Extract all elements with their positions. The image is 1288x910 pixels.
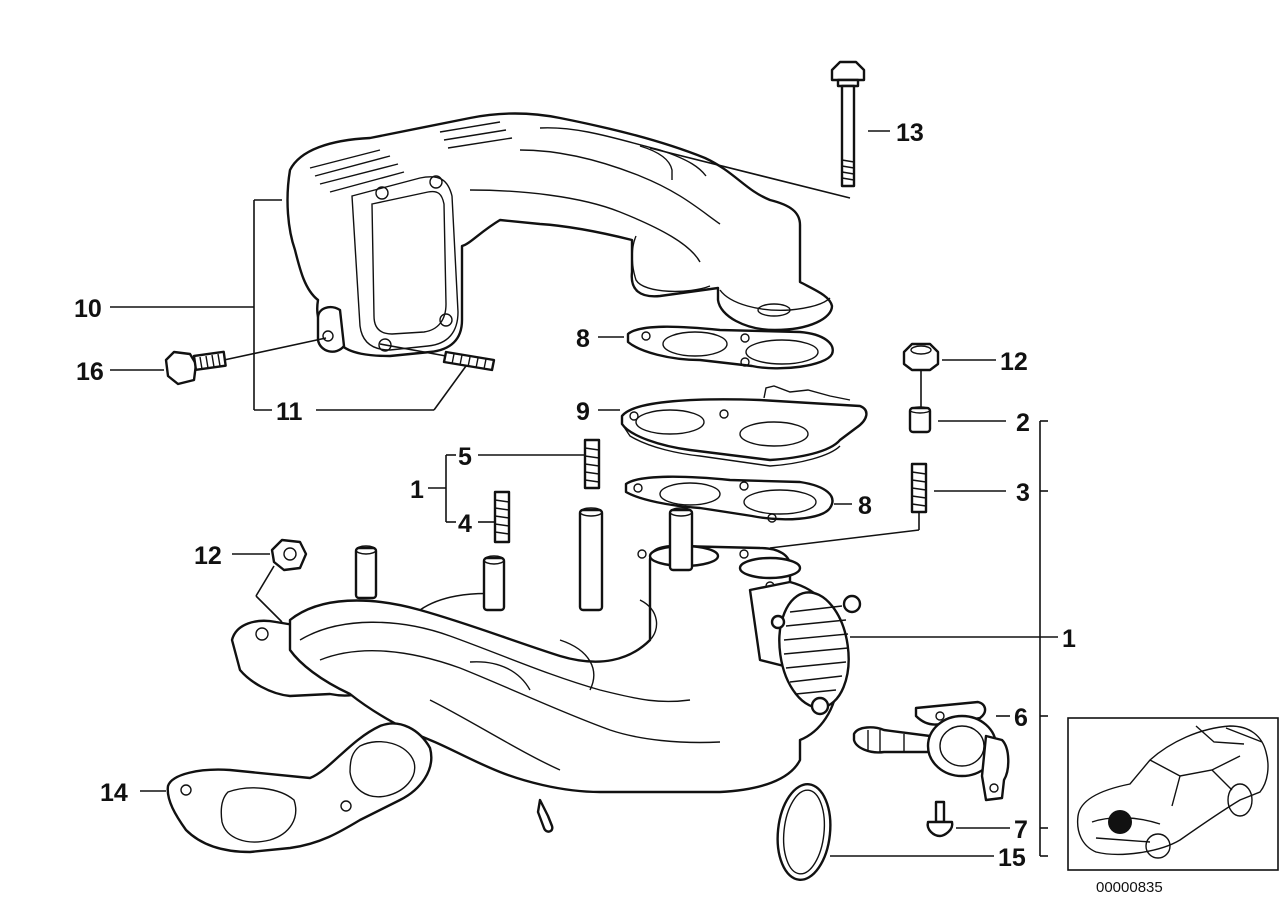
gasket-8-top [626, 325, 834, 370]
callout-6: 6 [1014, 704, 1028, 732]
callout-12-right: 12 [1000, 348, 1028, 376]
lower-intake-manifold [230, 507, 862, 833]
callout-13: 13 [896, 119, 924, 147]
stud-4 [493, 490, 511, 544]
o-ring-15 [776, 782, 832, 882]
location-marker-icon [1108, 810, 1132, 834]
callout-9: 9 [576, 398, 590, 426]
figure-number: 00000835 [1096, 879, 1163, 896]
stud-3 [910, 462, 928, 514]
callout-2: 2 [1016, 409, 1030, 437]
callout-8-bottom: 8 [858, 492, 872, 520]
gasket-8-bottom [624, 475, 834, 523]
nut-12-left [270, 538, 308, 572]
nut-12-right [902, 342, 940, 372]
callout-7: 7 [1014, 816, 1028, 844]
callout-11: 11 [276, 398, 303, 426]
valve-6 [852, 700, 1010, 802]
screw-7 [926, 800, 954, 838]
adapter-plate-9 [620, 385, 868, 467]
vehicle-location-thumbnail [1067, 717, 1279, 871]
sleeve-2 [908, 406, 932, 434]
bolt-13 [830, 60, 866, 188]
callout-10: 10 [74, 295, 102, 323]
callout-8-top: 8 [576, 325, 590, 353]
upper-intake-manifold [286, 112, 834, 372]
callout-1: 1 [1062, 625, 1076, 653]
gasket-14 [166, 722, 433, 854]
callout-5: 5 [458, 443, 472, 471]
callout-12-left: 12 [194, 542, 222, 570]
callout-15: 15 [998, 844, 1026, 872]
callout-14: 14 [100, 779, 128, 807]
leader-lines [110, 130, 1058, 857]
callout-1-left: 1 [410, 476, 424, 504]
bolt-16 [164, 350, 227, 386]
callouts: 13 10 16 11 8 9 8 12 2 3 1 6 7 15 5 1 4 … [74, 119, 1076, 872]
callout-4: 4 [458, 510, 472, 538]
callout-16: 16 [76, 358, 104, 386]
stud-5 [583, 438, 601, 490]
callout-3: 3 [1016, 479, 1030, 507]
